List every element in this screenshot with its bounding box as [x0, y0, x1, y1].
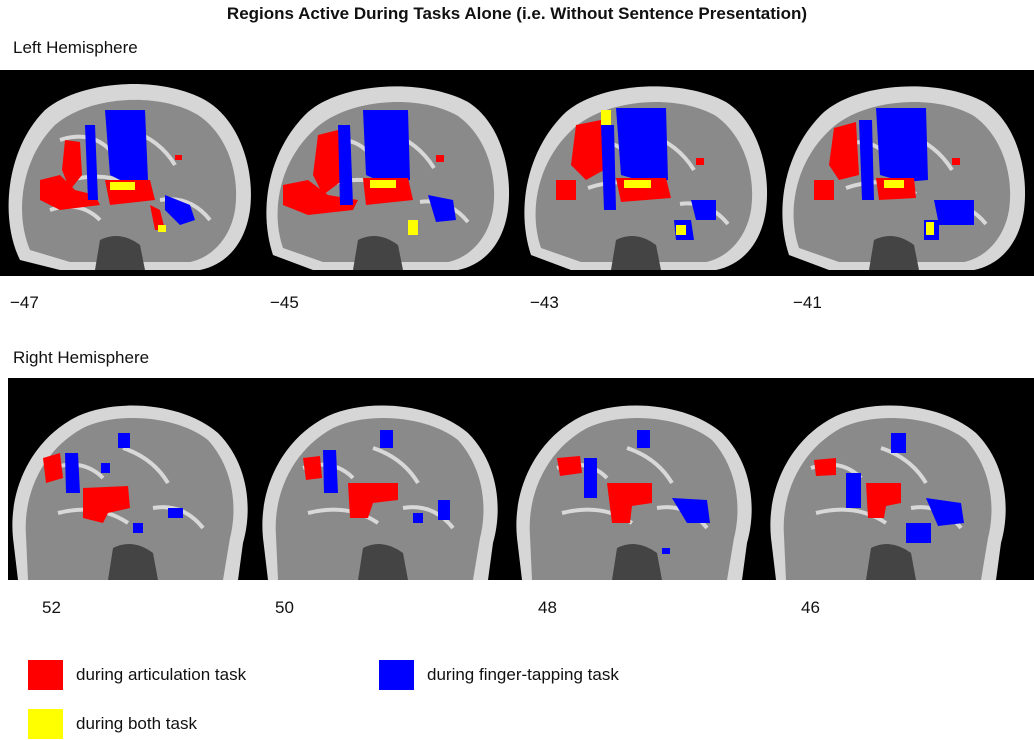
right-slice-panel-1 [8, 378, 258, 580]
right-slice-coordinate-1: 52 [42, 598, 61, 617]
left-hemisphere-label: Left Hemisphere [13, 38, 138, 57]
legend-label-finger-tapping: during finger-tapping task [427, 665, 619, 684]
right-slice-coordinate-3: 48 [538, 598, 557, 617]
legend-swatch-red [28, 660, 63, 690]
right-slice-panel-2 [258, 378, 512, 580]
left-slice-panel-4 [774, 70, 1034, 276]
right-hemisphere-label: Right Hemisphere [13, 348, 150, 367]
left-slice-coordinate-3: −43 [530, 293, 559, 312]
left-slice-coordinate-4: −41 [793, 293, 822, 312]
legend-swatch-blue [379, 660, 414, 690]
legend-finger-tapping: during finger-tapping task [379, 660, 619, 690]
right-hemisphere-strip [8, 378, 1034, 580]
left-slice-coordinate-1: −47 [10, 293, 39, 312]
left-slice-panel-3 [516, 70, 774, 276]
right-slice-panel-4 [766, 378, 1034, 580]
legend-swatch-yellow [28, 709, 63, 739]
left-slice-panel-2 [258, 70, 516, 276]
left-hemisphere-strip [0, 70, 1034, 276]
right-slice-coordinate-2: 50 [275, 598, 294, 617]
legend-label-both: during both task [76, 714, 197, 733]
legend-label-articulation: during articulation task [76, 665, 247, 684]
legend-articulation: during articulation task [28, 660, 246, 690]
left-slice-coordinate-2: −45 [270, 293, 299, 312]
legend-both: during both task [28, 709, 197, 739]
right-slice-coordinate-4: 46 [801, 598, 820, 617]
figure-title: Regions Active During Tasks Alone (i.e. … [226, 4, 808, 23]
left-slice-panel-1 [0, 70, 258, 276]
right-slice-panel-3 [512, 378, 766, 580]
